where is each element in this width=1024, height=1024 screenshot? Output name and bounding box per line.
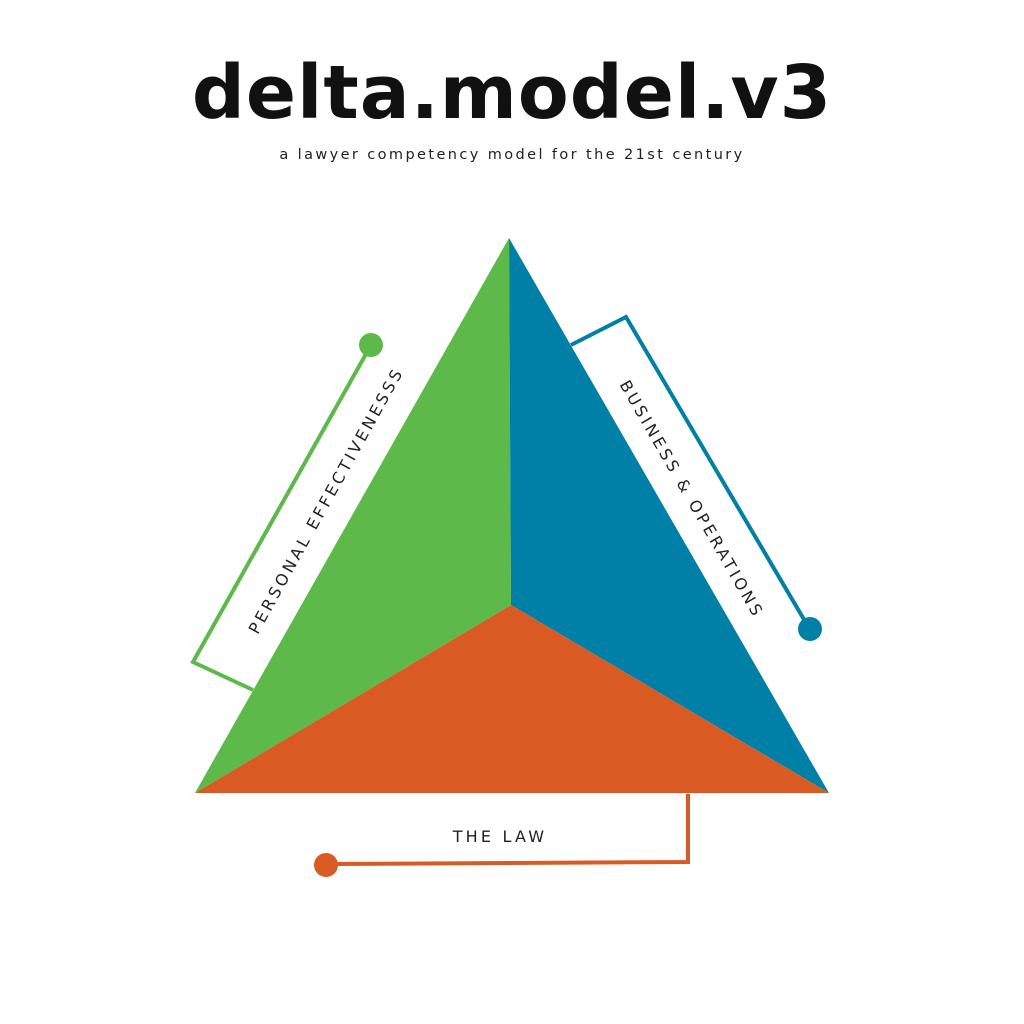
personal-callout-dot bbox=[359, 333, 383, 357]
page-title: delta.model.v3 bbox=[191, 50, 833, 136]
personal-effectiveness-facet bbox=[195, 238, 511, 793]
the-law-facet bbox=[195, 605, 829, 793]
law-callout-dot bbox=[314, 853, 338, 877]
law-callout-line bbox=[325, 794, 690, 866]
personal-callout-line bbox=[190, 344, 373, 692]
page-subtitle: a lawyer competency model for the 21st c… bbox=[279, 147, 745, 163]
business-callout-dot bbox=[798, 617, 822, 641]
business-operations-facet bbox=[509, 238, 829, 793]
the-law-label: THE LAW bbox=[452, 827, 548, 846]
business-callout-line bbox=[570, 314, 811, 630]
